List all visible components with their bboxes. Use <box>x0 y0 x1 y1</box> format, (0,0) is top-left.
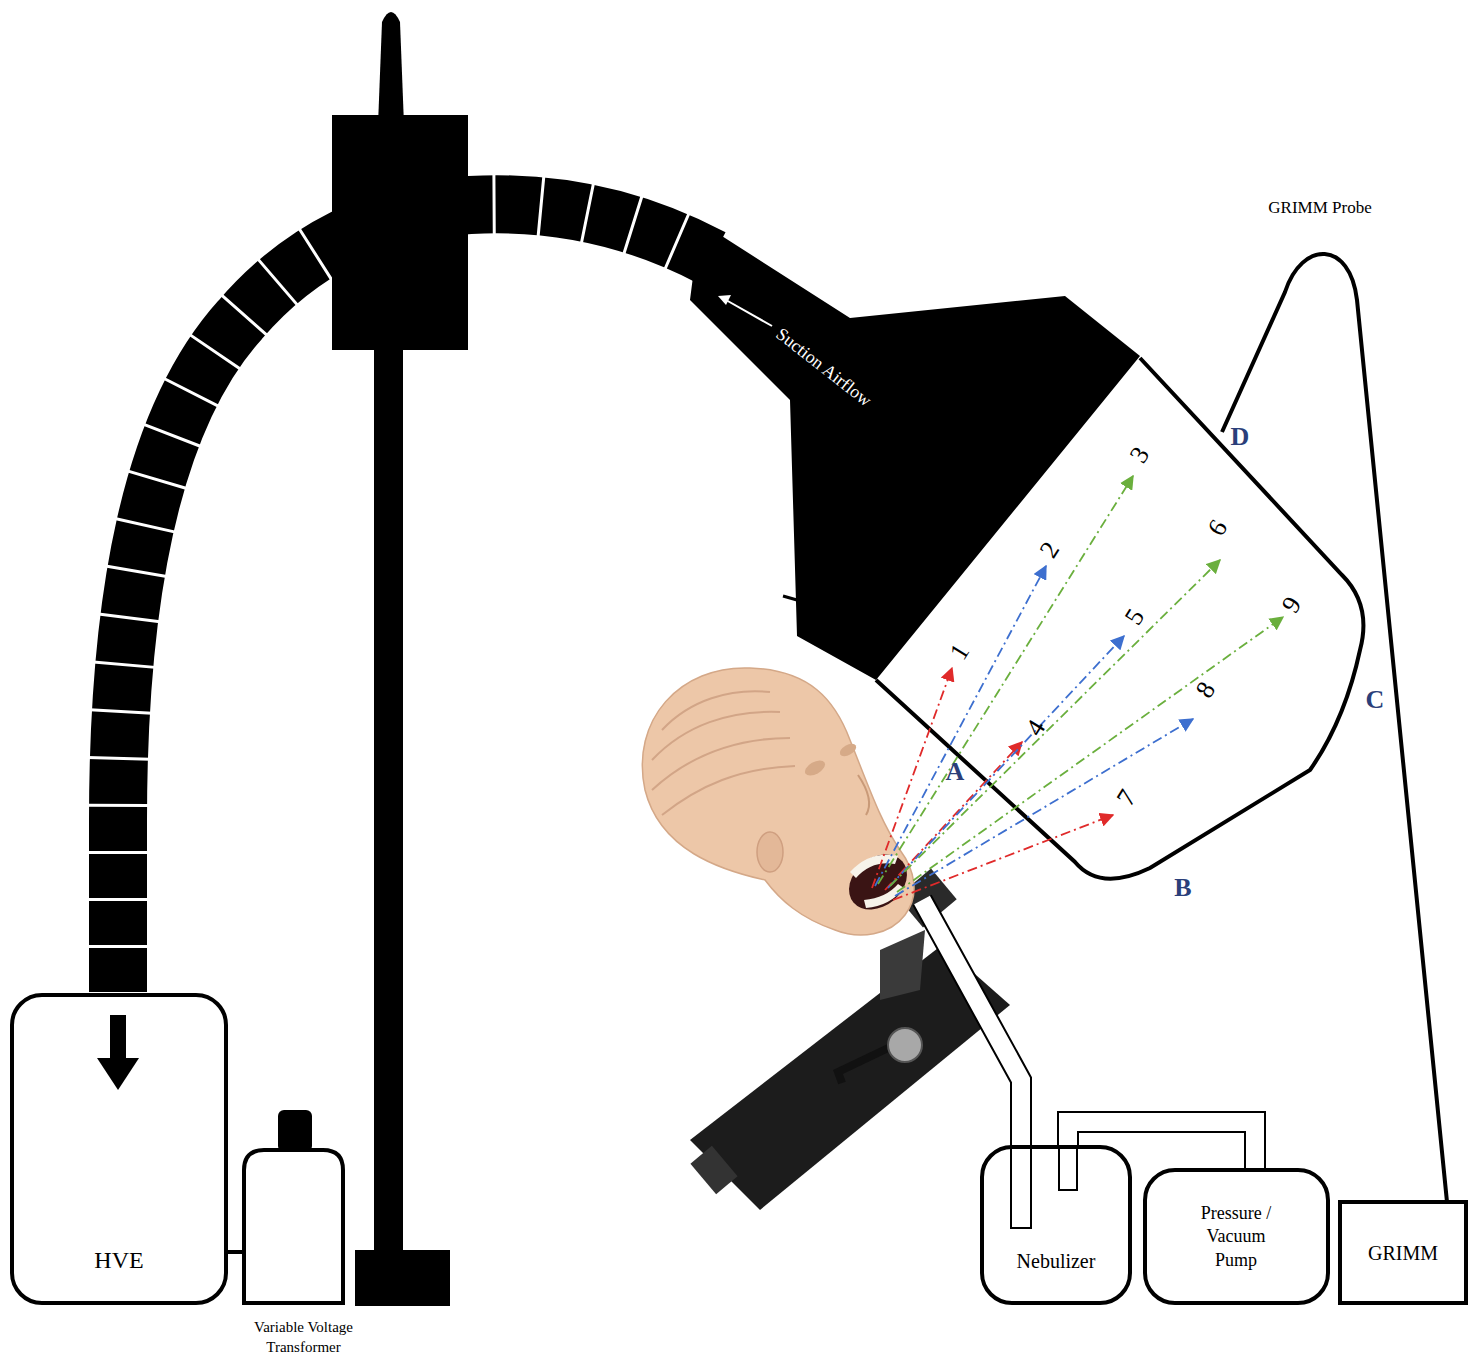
airflow-arrowhead <box>718 295 731 305</box>
node-outline <box>980 1145 1132 1305</box>
callout-number: 9 <box>1278 593 1307 618</box>
callout-number: 5 <box>1121 605 1150 630</box>
hve-unit: HVE <box>10 993 228 1305</box>
node-label: Pressure / Vacuum Pump <box>1191 1202 1281 1272</box>
aerosol-tube-bore <box>922 900 1021 1228</box>
node-label: Variable Voltage Transformer <box>222 1318 385 1357</box>
node-label: HVE <box>10 1245 228 1276</box>
box-border <box>982 1147 1130 1303</box>
skull-ridge <box>662 691 770 730</box>
airflow-arrow <box>726 300 772 326</box>
upper-teeth <box>850 855 898 878</box>
trajectory-arrow <box>897 617 1283 892</box>
probe-label: GRIMM Probe <box>1268 199 1371 216</box>
callout-number: 4 <box>1022 716 1051 741</box>
tube-wall <box>1068 1122 1255 1168</box>
stand-base <box>355 1250 450 1306</box>
hve-flow-arrow <box>110 1015 126 1060</box>
trajectory-arrows <box>872 476 1283 900</box>
nose <box>858 775 869 815</box>
trajectory-arrow <box>885 742 1022 890</box>
eye-socket <box>802 757 827 778</box>
pole-clamp <box>332 115 468 350</box>
wire <box>228 1250 242 1254</box>
trajectory-arrow <box>888 636 1124 888</box>
transformer-body <box>244 1150 343 1303</box>
grimm-box: GRIMM <box>1338 1200 1468 1305</box>
callout-number: 8 <box>1192 678 1221 703</box>
air-tube <box>1068 1122 1255 1168</box>
callout-number: 7 <box>1113 786 1142 811</box>
airflow-label: Suction Airflow <box>773 324 875 409</box>
trajectory-arrow <box>895 719 1193 896</box>
power-cord <box>228 1252 242 1253</box>
hve-flow-arrowhead <box>97 1058 139 1090</box>
ear <box>757 832 783 872</box>
callout-number: 2 <box>1036 538 1065 563</box>
position-letter: A <box>946 759 965 785</box>
trajectory-arrow <box>878 476 1133 884</box>
plate-strap <box>690 1146 737 1195</box>
position-letter: C <box>1366 687 1385 713</box>
trajectory-arrow <box>890 560 1220 886</box>
aerosol-tube <box>922 900 1021 1228</box>
callout-number: 6 <box>1204 516 1233 541</box>
lower-teeth <box>864 884 904 908</box>
tube-bore <box>1068 1122 1255 1168</box>
skull-ridge <box>652 712 780 760</box>
pump-box: Pressure / Vacuum Pump <box>1143 1168 1330 1305</box>
hood-funnel <box>690 222 1140 680</box>
position-letter: D <box>1231 424 1250 450</box>
voltage-transformer: Variable Voltage Transformer <box>242 1110 345 1305</box>
neck-mount <box>880 930 925 1000</box>
box-border <box>1145 1170 1328 1303</box>
skull-ridge <box>652 738 790 790</box>
node-label: GRIMM <box>1338 1240 1468 1266</box>
pole-top <box>378 12 404 125</box>
nebulizer-box: Nebulizer <box>980 1145 1132 1305</box>
position-letter: B <box>1174 875 1191 901</box>
trajectory-arrow <box>893 815 1113 900</box>
grimm-probe-line <box>1222 254 1447 1202</box>
hood-shield-outline <box>876 358 1363 879</box>
callout-number: 3 <box>1126 443 1155 468</box>
node-outline <box>242 1110 345 1305</box>
trajectory-arrow <box>872 668 952 888</box>
tube-end <box>1010 1227 1032 1229</box>
transformer-cap <box>278 1110 312 1152</box>
eye-socket <box>838 741 859 759</box>
skull-ridge <box>662 766 795 815</box>
mount-knob <box>888 1028 922 1062</box>
callout-number: 1 <box>946 640 975 665</box>
funnel-tick <box>783 596 797 600</box>
node-label: Nebulizer <box>980 1248 1132 1274</box>
